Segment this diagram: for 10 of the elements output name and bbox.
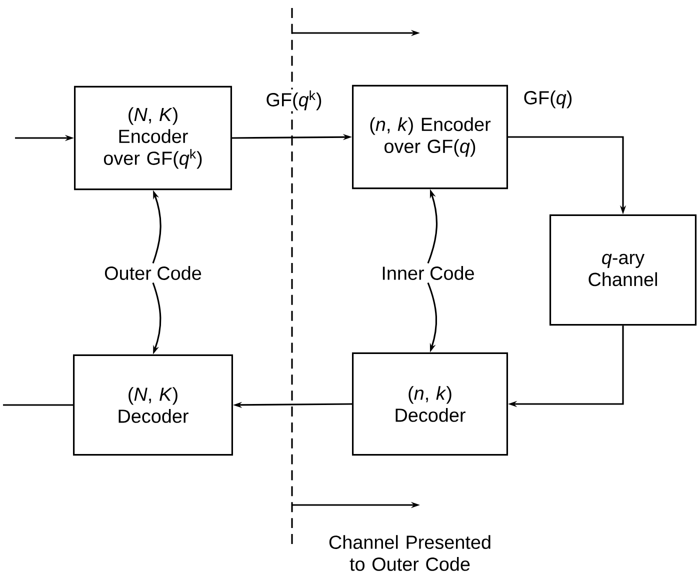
caption-text: Channel Presented to Outer Code <box>329 535 490 571</box>
text-label: Inner Code <box>379 264 477 282</box>
process-box: (N, K) Decoder <box>73 354 233 456</box>
process-box: (n, k) Decoder <box>352 352 508 456</box>
channel-box: q-ary Channel <box>549 214 697 326</box>
text-label: Outer Code <box>102 264 204 282</box>
process-box: (n, k) Encoder over GF(q) <box>352 84 508 190</box>
edge-label: GF(q) <box>522 90 574 110</box>
edge-label: GF(q$^{k}$) <box>264 89 324 112</box>
process-box: (N, K) Encoder over GF(q$^{k}$) <box>74 86 232 190</box>
